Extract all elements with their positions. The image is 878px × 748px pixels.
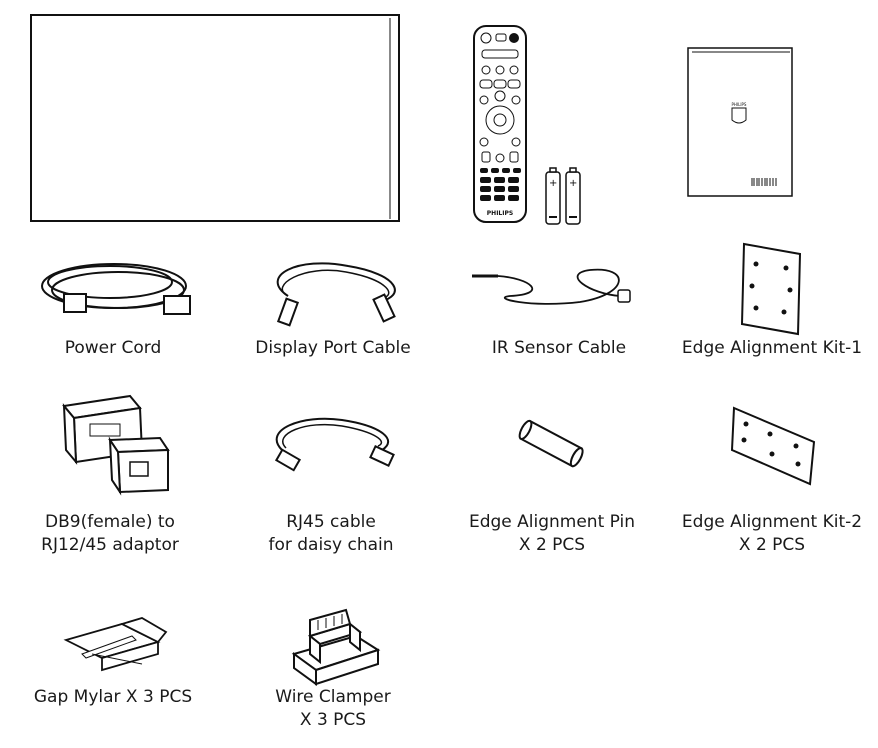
display-panel-illustration <box>30 14 402 224</box>
rj45-cable-illustration <box>262 410 402 480</box>
remote-brand-text: PHILIPS <box>487 210 513 217</box>
label-edge-alignment-kit-2: Edge Alignment Kit-2 X 2 PCS <box>682 511 862 557</box>
label-line-2: X 3 PCS <box>299 710 367 730</box>
label-gap-mylar: Gap Mylar X 3 PCS <box>34 686 192 709</box>
power-cord-illustration <box>34 256 204 326</box>
label-line-1: Edge Alignment Kit-1 <box>681 338 863 358</box>
label-line-1: Gap Mylar X 3 PCS <box>33 687 193 707</box>
display-port-cable-illustration <box>258 256 408 332</box>
label-line-1: Wire Clamper <box>275 687 391 707</box>
edge-alignment-kit-2-illustration <box>730 404 816 486</box>
gap-mylar-illustration <box>62 614 172 680</box>
label-display-port-cable: Display Port Cable <box>255 337 410 360</box>
manual-brand-text: PHILIPS <box>732 102 747 107</box>
edge-alignment-pin-illustration <box>516 414 588 474</box>
label-line-1: Edge Alignment Pin <box>468 512 636 532</box>
wire-clamper-illustration <box>286 606 382 688</box>
label-wire-clamper: Wire Clamper X 3 PCS <box>275 686 390 732</box>
db9-adaptor-illustration <box>50 390 180 500</box>
quick-start-guide-illustration: PHILIPS <box>686 46 796 200</box>
label-edge-alignment-kit-1: Edge Alignment Kit-1 <box>682 337 862 360</box>
label-line-2: X 2 PCS <box>518 535 586 555</box>
ir-sensor-cable-illustration <box>470 264 640 312</box>
label-line-2: X 2 PCS <box>738 535 806 555</box>
label-line-2: for daisy chain <box>268 535 394 555</box>
svg-text:+: + <box>569 178 577 189</box>
label-power-cord: Power Cord <box>65 337 162 360</box>
svg-text:+: + <box>549 178 557 189</box>
label-line-1: DB9(female) to <box>45 512 175 532</box>
label-rj45-cable: RJ45 cable for daisy chain <box>268 511 393 557</box>
label-line-2: RJ12/45 adaptor <box>41 535 179 555</box>
label-line-1: Edge Alignment Kit-2 <box>681 512 863 532</box>
edge-alignment-kit-1-illustration <box>740 242 802 336</box>
label-line-1: Power Cord <box>64 338 162 358</box>
label-line-1: RJ45 cable <box>286 512 376 532</box>
label-db9-adaptor: DB9(female) to RJ12/45 adaptor <box>41 511 179 557</box>
label-edge-alignment-pin: Edge Alignment Pin X 2 PCS <box>469 511 635 557</box>
label-line-1: Display Port Cable <box>255 338 411 358</box>
remote-control-illustration: PHILIPS <box>472 24 528 224</box>
label-ir-sensor-cable: IR Sensor Cable <box>492 337 626 360</box>
batteries-illustration: ++ <box>544 166 584 226</box>
label-line-1: IR Sensor Cable <box>491 338 627 358</box>
